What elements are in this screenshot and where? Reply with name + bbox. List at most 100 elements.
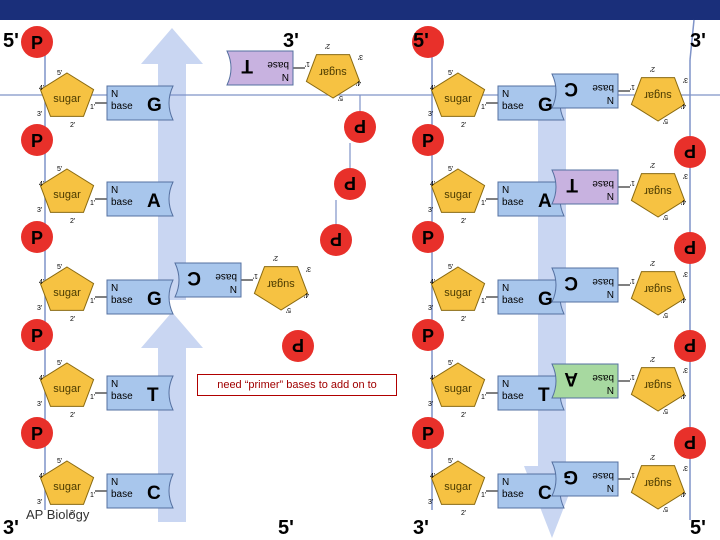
free-phosphate-4: P <box>282 330 314 362</box>
base-shape <box>106 279 174 315</box>
right-phosphate: P <box>412 221 444 253</box>
carbon-4-label: 4' <box>39 85 44 92</box>
base-shape <box>106 375 174 411</box>
base-shape <box>174 262 242 298</box>
sugar-label: sugar <box>53 383 81 395</box>
base-letter: C <box>538 483 552 504</box>
carbon-3-label: 3' <box>428 305 433 312</box>
base-letter: C <box>564 272 578 293</box>
carbon-3-label: 3' <box>37 207 42 214</box>
free-phosphate-3: P <box>320 224 352 256</box>
carbon-4-label: 4' <box>430 375 435 382</box>
base-n-label: N <box>607 482 614 493</box>
base-letter: C <box>147 483 161 504</box>
phosphate-label: P <box>354 116 366 136</box>
phosphate-circle <box>412 319 444 351</box>
carbon-2-label: 2' <box>650 161 655 168</box>
base-shape <box>106 85 174 121</box>
carbon-4-label: 4' <box>681 490 686 497</box>
strand-end-label: 3' <box>3 517 19 539</box>
phosphate-circle <box>674 330 706 362</box>
sugar-pentagon <box>630 367 686 412</box>
carbon-4-label: 4' <box>39 181 44 188</box>
carbon-2-label: 2' <box>461 510 466 517</box>
base-base-label: base <box>502 295 524 306</box>
phosphate-circle <box>21 221 53 253</box>
base-n-label: N <box>111 89 118 100</box>
phosphate-circle <box>344 111 376 143</box>
phosphate-circle <box>21 26 53 58</box>
free-phosphate-1: P <box>344 111 376 143</box>
carbon-3-label: 3' <box>37 499 42 506</box>
phosphate-circle <box>412 221 444 253</box>
phosphate-circle <box>334 168 366 200</box>
sugar-pentagon <box>430 460 486 505</box>
base-letter: G <box>538 95 553 116</box>
sugar-label: sugar <box>444 383 472 395</box>
phosphate-label: P <box>31 326 43 346</box>
carbon-2-label: 2' <box>650 355 655 362</box>
phosphate-label: P <box>344 173 356 193</box>
carbon-3-label: 3' <box>37 111 42 118</box>
carbon-1-label: 1' <box>90 394 95 401</box>
phosphate-label: P <box>422 424 434 444</box>
carbon-5-label: 5' <box>57 166 62 173</box>
sugar-pentagon <box>630 271 686 316</box>
base-letter: T <box>566 174 578 195</box>
base-base-label: base <box>592 372 614 383</box>
carbon-1-label: 1' <box>90 492 95 499</box>
carbon-1-label: 1' <box>481 394 486 401</box>
sugar-label: sugar <box>644 89 672 101</box>
carbon-1-label: 1' <box>253 272 258 279</box>
carbon-4-label: 4' <box>430 181 435 188</box>
phosphate-circle <box>674 136 706 168</box>
carbon-1-label: 1' <box>630 83 635 90</box>
carbon-1-label: 1' <box>481 298 486 305</box>
base-letter: A <box>147 191 161 212</box>
left-phosphate: P <box>21 124 53 156</box>
carbon-3-label: 3' <box>683 464 688 471</box>
strand-end-label: 3' <box>690 30 706 52</box>
replication-arrow-up-bottom <box>141 312 203 522</box>
phosphate-circle <box>674 427 706 459</box>
carbon-4-label: 4' <box>681 198 686 205</box>
footer-label: AP Biology <box>26 507 90 522</box>
phosphate-circle <box>412 124 444 156</box>
carbon-3-label: 3' <box>428 111 433 118</box>
base-base-label: base <box>111 197 133 208</box>
sugar-pentagon <box>39 72 95 117</box>
carbon-2-label: 2' <box>273 254 278 261</box>
carbon-5-label: 5' <box>448 360 453 367</box>
carbon-2-label: 2' <box>70 122 75 129</box>
base-base-label: base <box>592 178 614 189</box>
phosphate-label: P <box>422 326 434 346</box>
base-base-label: base <box>502 391 524 402</box>
sugar-pentagon <box>430 72 486 117</box>
left-phosphate: P <box>21 417 53 449</box>
base-base-label: base <box>502 489 524 500</box>
base-n-label: N <box>607 94 614 105</box>
base-n-label: N <box>502 185 509 196</box>
carbon-4-label: 4' <box>681 102 686 109</box>
phosphate-label: P <box>422 228 434 248</box>
carbon-1-label: 1' <box>630 179 635 186</box>
left-phosphate: P <box>21 319 53 351</box>
phosphate-label: P <box>330 229 342 249</box>
carbon-2-label: 2' <box>650 453 655 460</box>
sugar-label: sugar <box>644 185 672 197</box>
sugar-label: sugar <box>444 93 472 105</box>
carbon-2-label: 2' <box>70 316 75 323</box>
free-phosphate-2: P <box>334 168 366 200</box>
base-letter: G <box>147 95 162 116</box>
replication-arrow-up-top <box>141 28 203 300</box>
sugar-pentagon <box>430 362 486 407</box>
